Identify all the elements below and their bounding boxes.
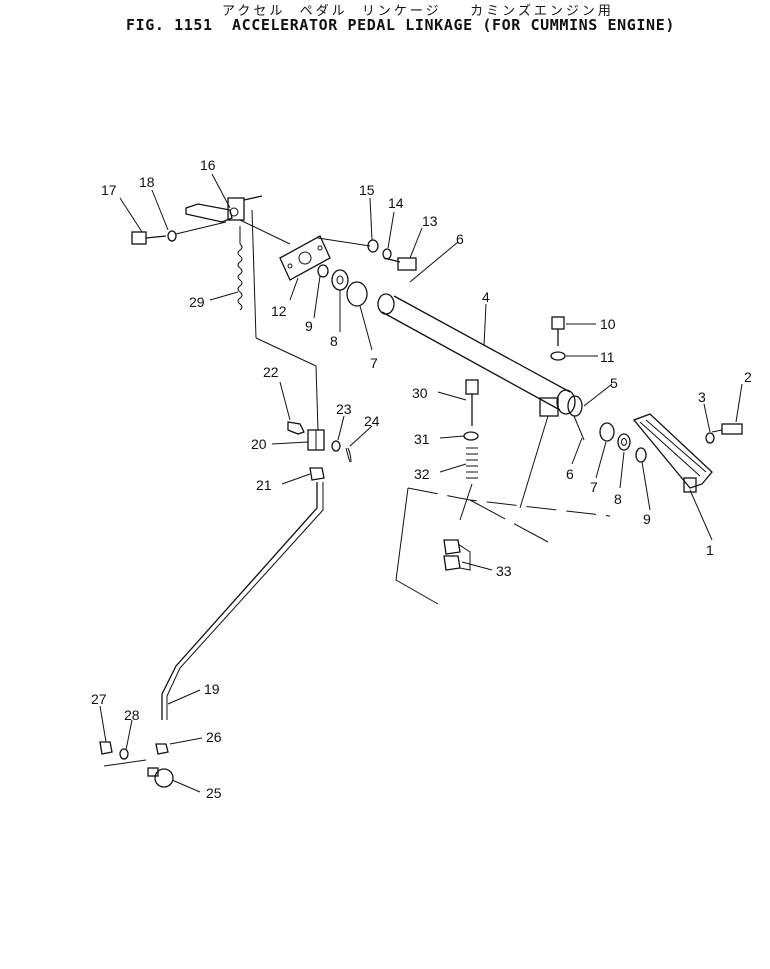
return-spring [237,226,243,311]
callout-28: 28 [124,707,140,723]
link-lines [251,209,319,431]
callout-30: 30 [412,385,428,401]
callout-10: 10 [600,316,616,332]
accelerator-pedal [632,413,713,493]
callout-11: 11 [600,349,615,365]
upper-lever [131,195,291,245]
callout-12: 12 [271,303,287,319]
callout-31: 31 [414,431,430,447]
callout-6-upper: 6 [456,231,464,247]
leader-lines [99,173,743,793]
callout-21: 21 [256,477,272,493]
callout-23: 23 [336,401,352,417]
rod-end-assembly [99,741,174,788]
callout-9-left: 9 [305,318,313,334]
callout-8-left: 8 [330,333,338,349]
callout-20: 20 [251,436,267,452]
callout-32: 32 [414,466,430,482]
pedal-bolt [705,423,743,444]
mounting-plate [279,235,331,281]
callout-18: 18 [139,174,155,190]
reference-lines [395,415,611,605]
callout-13: 13 [422,213,438,229]
callout-9-right: 9 [643,511,651,527]
callout-19: 19 [204,681,220,697]
accelerator-rod [161,482,324,720]
callout-33: 33 [496,563,512,579]
callout-2: 2 [744,369,752,385]
callout-8-right: 8 [614,491,622,507]
callout-25: 25 [206,785,222,801]
left-bushing-set [317,264,368,307]
figure-title: FIG. 1151 ACCELERATOR PEDAL LINKAGE (FOR… [126,16,675,34]
callout-16: 16 [200,157,216,173]
shaft-bolt [550,316,566,361]
callout-5: 5 [610,375,618,391]
callout-26: 26 [206,729,222,745]
figure-subtitle-jp: アクセル ペダル リンケージ カミンズエンジン用 [222,4,614,19]
callout-4: 4 [482,289,490,305]
callout-14: 14 [388,195,404,211]
callout-17: 17 [101,182,117,198]
callout-7-left: 7 [370,355,378,371]
callout-6-lower: 6 [566,466,574,482]
callout-7-right: 7 [590,479,598,495]
callout-27: 27 [91,691,107,707]
right-bushing-set [599,422,647,463]
plate-bolt [317,237,417,271]
callout-24: 24 [364,413,380,429]
callout-numbers: 1 2 3 4 5 6 6 7 7 8 8 9 9 10 11 12 13 14… [91,157,752,801]
cross-shaft [377,293,583,417]
stopper-assembly [443,379,479,571]
callout-15: 15 [359,182,375,198]
callout-22: 22 [263,364,279,380]
clevis-assembly [287,421,352,481]
callout-3: 3 [698,389,706,405]
callout-29: 29 [189,294,205,310]
callout-1: 1 [706,542,714,558]
